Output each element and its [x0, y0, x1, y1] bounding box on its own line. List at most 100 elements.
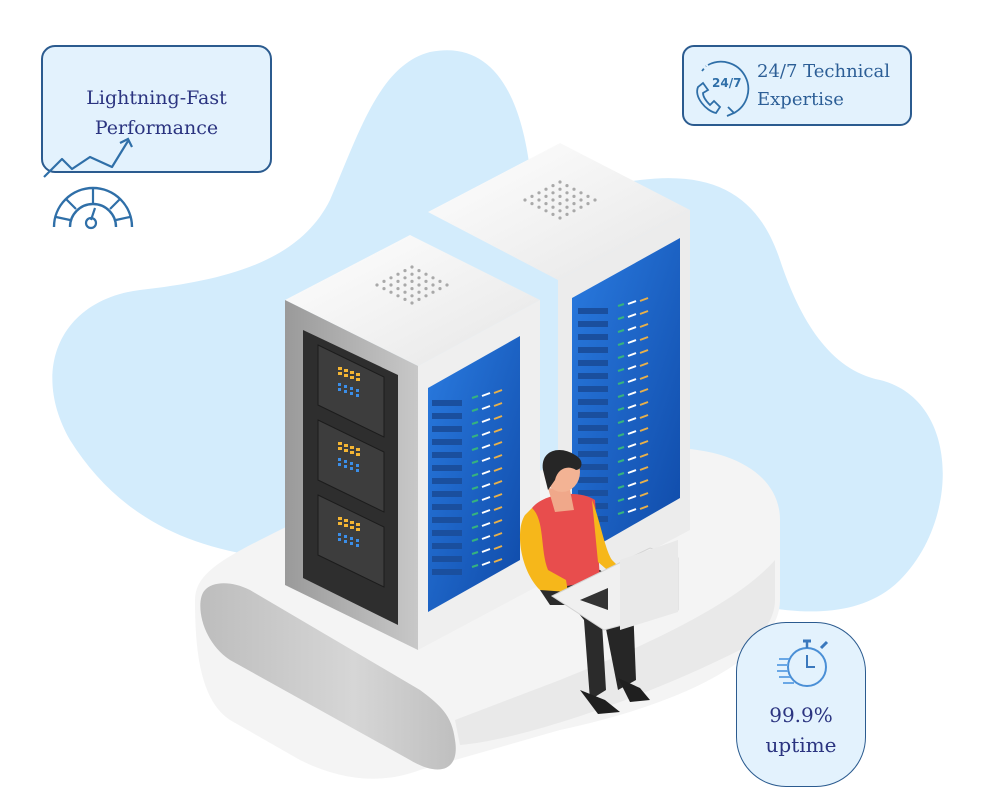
led-amber	[493, 467, 503, 472]
led-green	[471, 434, 479, 438]
rack-2-vent	[523, 180, 597, 220]
rack-1-vent	[375, 265, 449, 305]
led-amber	[356, 448, 360, 451]
rack-2-leds	[578, 297, 649, 522]
led-white	[627, 417, 637, 422]
vent-dot	[438, 287, 442, 291]
led-white	[481, 457, 491, 462]
led-blue	[350, 392, 353, 395]
led-green	[471, 538, 479, 542]
led-blue	[344, 460, 347, 463]
led-white	[481, 535, 491, 540]
led-amber	[350, 451, 354, 454]
led-white	[481, 405, 491, 410]
led-white	[627, 378, 637, 383]
vent-dot	[396, 294, 400, 298]
uptime-label: uptime	[765, 733, 837, 757]
rack-1-drive-bays	[317, 344, 385, 588]
led-amber	[493, 493, 503, 498]
led-white	[481, 496, 491, 501]
vent-dot	[544, 187, 548, 191]
led-panel	[578, 373, 608, 379]
led-panel	[578, 360, 608, 366]
led-amber	[639, 362, 649, 367]
led-blue	[350, 542, 353, 545]
vent-dot	[579, 191, 583, 195]
led-amber	[338, 517, 342, 520]
vent-dot	[572, 209, 576, 213]
led-white	[627, 404, 637, 409]
led-green	[617, 511, 625, 515]
led-white	[627, 443, 637, 448]
vent-dot	[565, 198, 569, 202]
vent-dot	[572, 194, 576, 198]
vent-dot	[565, 205, 569, 209]
led-panel	[578, 321, 608, 327]
vent-dot	[396, 279, 400, 283]
phone-icon-label: 24/7	[712, 76, 741, 90]
led-blue	[344, 540, 347, 543]
vent-dot	[565, 191, 569, 195]
vent-dot	[558, 180, 562, 184]
led-amber	[493, 506, 503, 511]
vent-dot	[537, 198, 541, 202]
led-blue	[344, 385, 347, 388]
vent-dot	[565, 184, 569, 188]
led-white	[481, 444, 491, 449]
led-white	[481, 470, 491, 475]
vent-dot	[431, 276, 435, 280]
led-panel	[432, 556, 462, 562]
led-blue	[356, 539, 359, 542]
vent-dot	[410, 294, 414, 298]
led-amber	[639, 388, 649, 393]
led-amber	[639, 453, 649, 458]
led-amber	[344, 519, 348, 522]
vent-dot	[403, 290, 407, 294]
led-amber	[350, 371, 354, 374]
led-amber	[493, 415, 503, 420]
led-amber	[493, 532, 503, 537]
led-green	[471, 551, 479, 555]
rack-1-leds	[432, 389, 503, 575]
vent-dot	[403, 297, 407, 301]
led-blue	[356, 544, 359, 547]
led-panel	[578, 425, 608, 431]
vent-dot	[537, 205, 541, 209]
led-green	[617, 303, 625, 307]
led-amber	[356, 453, 360, 456]
vent-dot	[586, 194, 590, 198]
led-panel	[578, 334, 608, 340]
rack-1-top	[285, 235, 540, 366]
vent-dot	[424, 272, 428, 276]
led-green	[471, 460, 479, 464]
vent-dot	[403, 269, 407, 273]
vent-dot	[375, 283, 379, 287]
vent-dot	[396, 287, 400, 291]
led-white	[481, 522, 491, 527]
led-green	[471, 564, 479, 568]
led-green	[471, 473, 479, 477]
vent-dot	[530, 202, 534, 206]
led-amber	[493, 519, 503, 524]
vent-dot	[417, 297, 421, 301]
support-line-1: 24/7 Technical	[757, 61, 890, 82]
vent-dot	[389, 276, 393, 280]
led-white	[627, 352, 637, 357]
led-panel	[578, 464, 608, 470]
performance-line-1: Lightning-Fast	[86, 87, 227, 109]
led-panel	[432, 478, 462, 484]
led-green	[617, 316, 625, 320]
uptime-text: 99.9% uptime	[737, 700, 865, 760]
vent-dot	[544, 202, 548, 206]
vent-dot	[382, 287, 386, 291]
vent-dot	[558, 187, 562, 191]
vent-dot	[417, 290, 421, 294]
led-panel	[578, 347, 608, 353]
platform-front	[200, 583, 456, 770]
vent-dot	[424, 287, 428, 291]
drive-bay	[317, 419, 385, 513]
speedometer-icon	[52, 186, 134, 230]
led-white	[481, 392, 491, 397]
led-white	[481, 483, 491, 488]
